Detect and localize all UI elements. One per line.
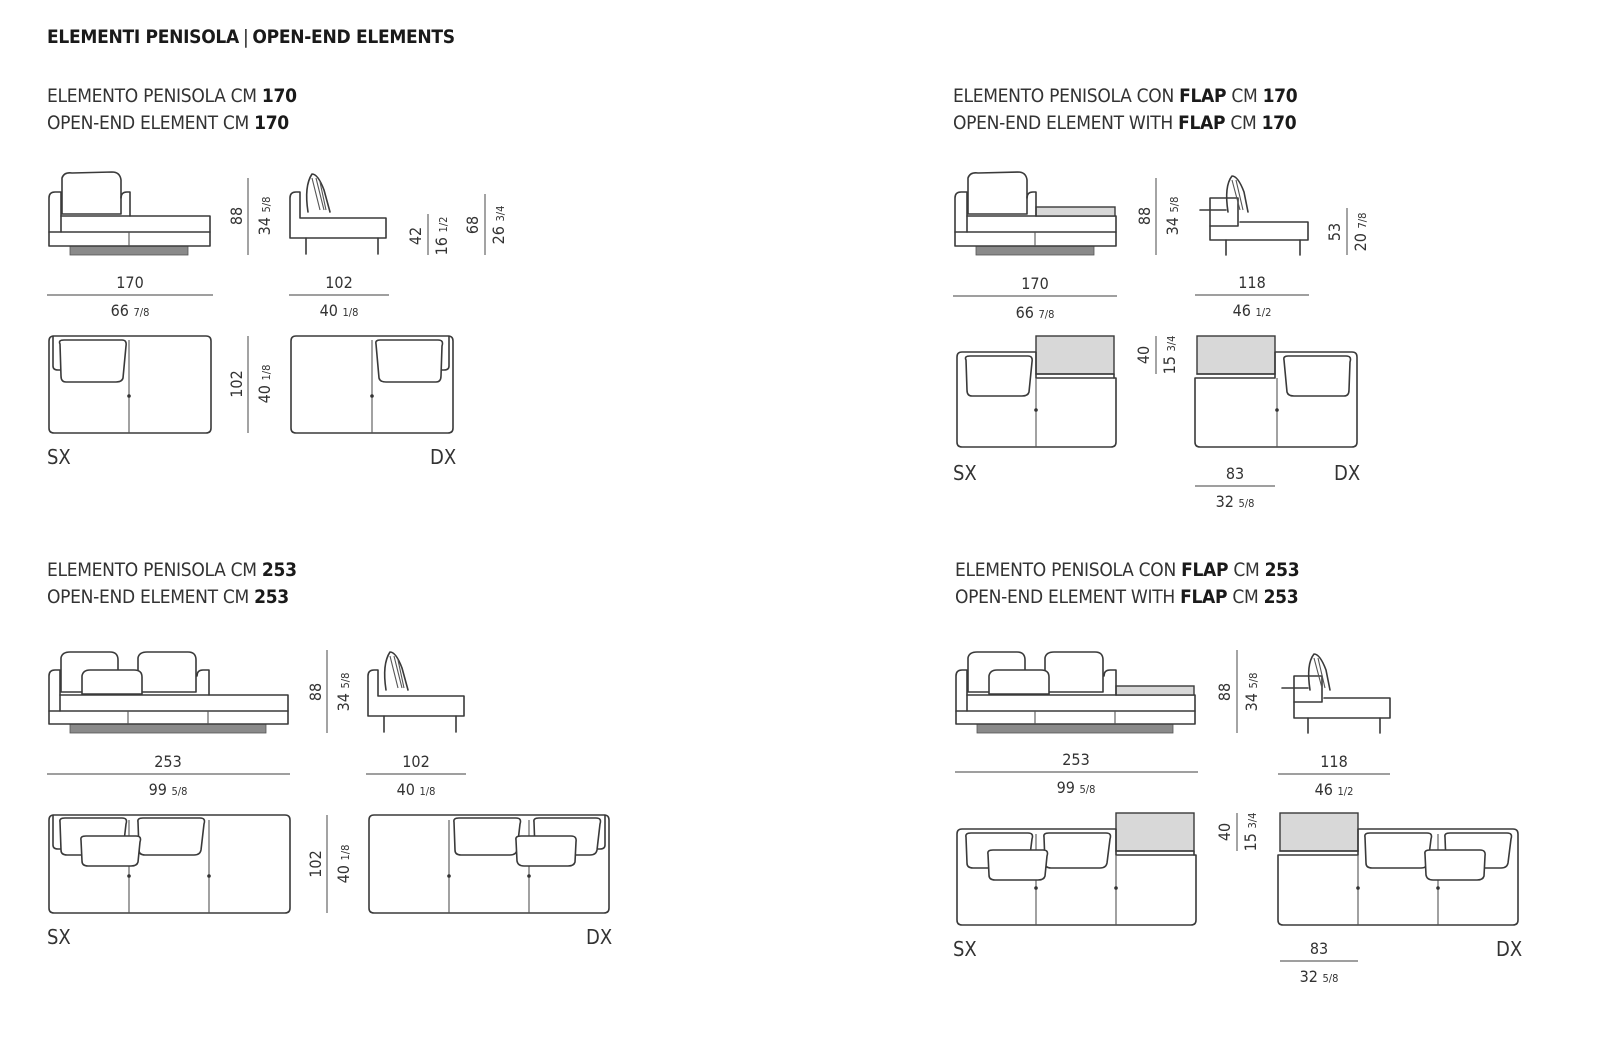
- section-title-flap-253: ELEMENTO PENISOLA CON FLAP CM 253 OPEN-E…: [955, 559, 1300, 608]
- side-view-flap-118: [1199, 175, 1309, 256]
- side-view-flap-253-118: [1281, 653, 1391, 734]
- svg-text:170: 170: [116, 273, 143, 292]
- dimensions-170: 88 34 5/8 42 16 1/2 68 26 3/4 170 66 7/8…: [47, 178, 508, 469]
- svg-text:99 5/8: 99 5/8: [149, 780, 188, 799]
- svg-text:32 5/8: 32 5/8: [1300, 967, 1339, 986]
- svg-text:66 7/8: 66 7/8: [1016, 303, 1055, 322]
- svg-text:40 1/8: 40 1/8: [320, 301, 359, 320]
- svg-text:15 3/4: 15 3/4: [1241, 813, 1260, 852]
- svg-text:15 3/4: 15 3/4: [1160, 336, 1179, 375]
- svg-text:DX: DX: [1496, 937, 1522, 961]
- front-view-flap-253: [955, 651, 1196, 734]
- page-title-it: ELEMENTI PENISOLA: [47, 26, 239, 48]
- svg-text:88: 88: [1215, 683, 1234, 701]
- svg-text:40 1/8: 40 1/8: [334, 845, 353, 884]
- svg-text:34 5/8: 34 5/8: [255, 197, 274, 236]
- svg-text:16 1/2: 16 1/2: [432, 217, 451, 256]
- svg-text:SX: SX: [47, 925, 71, 949]
- svg-text:46 1/2: 46 1/2: [1233, 301, 1272, 320]
- svg-text:32 5/8: 32 5/8: [1216, 492, 1255, 511]
- dimensions-253: 88 34 5/8 253 99 5/8 102 40 1/8 102 40 1…: [47, 650, 612, 949]
- svg-text:20 7/8: 20 7/8: [1351, 213, 1370, 252]
- svg-text:DX: DX: [1334, 461, 1360, 485]
- svg-text:DX: DX: [430, 445, 456, 469]
- plan-view-170-sx: [48, 335, 212, 434]
- svg-text:102: 102: [306, 850, 325, 877]
- svg-text:46 1/2: 46 1/2: [1315, 780, 1354, 799]
- front-view-253: [48, 651, 289, 734]
- plan-view-253-dx: [368, 814, 610, 914]
- dimensions-flap-253: 88 34 5/8 253 99 5/8 118 46 1/2 40 15 3/…: [953, 650, 1522, 986]
- svg-text:DX: DX: [586, 925, 612, 949]
- svg-text:SX: SX: [953, 937, 977, 961]
- svg-text:83: 83: [1226, 464, 1244, 483]
- svg-text:SX: SX: [953, 461, 977, 485]
- svg-text:253: 253: [154, 752, 181, 771]
- section-title-flap-170: ELEMENTO PENISOLA CON FLAP CM 170 OPEN-E…: [953, 85, 1298, 134]
- svg-text:88: 88: [227, 207, 246, 225]
- svg-text:102: 102: [227, 370, 246, 397]
- page-title: ELEMENTI PENISOLA|OPEN-END ELEMENTS: [47, 26, 455, 48]
- plan-view-flap-253-dx: [1277, 812, 1519, 926]
- plan-view-253-sx: [48, 814, 291, 914]
- svg-text:40: 40: [1134, 346, 1153, 364]
- svg-text:34 5/8: 34 5/8: [1163, 197, 1182, 236]
- svg-text:170: 170: [1021, 274, 1048, 293]
- svg-text:83: 83: [1310, 939, 1328, 958]
- page-title-en: OPEN-END ELEMENTS: [252, 26, 455, 48]
- front-view-flap-170: [954, 171, 1117, 256]
- svg-text:88: 88: [1135, 207, 1154, 225]
- section-title-170: ELEMENTO PENISOLA CM 170 OPEN-END ELEMEN…: [47, 85, 297, 134]
- svg-text:102: 102: [325, 273, 352, 292]
- svg-text:118: 118: [1238, 273, 1265, 292]
- svg-text:SX: SX: [47, 445, 71, 469]
- svg-text:53: 53: [1325, 223, 1344, 241]
- svg-text:42: 42: [406, 227, 425, 245]
- svg-text:88: 88: [306, 683, 325, 701]
- dimensions-flap-170: 88 34 5/8 53 20 7/8 170 66 7/8 118 46 1/…: [953, 178, 1370, 511]
- svg-text:34 5/8: 34 5/8: [1242, 673, 1261, 712]
- plan-view-flap-170-dx: [1194, 335, 1358, 448]
- side-view-102: [289, 173, 387, 255]
- svg-text:40: 40: [1215, 823, 1234, 841]
- svg-text:26 3/4: 26 3/4: [489, 206, 508, 245]
- svg-text:66 7/8: 66 7/8: [111, 301, 150, 320]
- svg-text:68: 68: [463, 216, 482, 234]
- svg-text:40 1/8: 40 1/8: [255, 365, 274, 404]
- plan-view-170-dx: [290, 335, 454, 434]
- svg-text:102: 102: [402, 752, 429, 771]
- plan-view-flap-170-sx: [956, 335, 1117, 448]
- svg-text:40 1/8: 40 1/8: [397, 780, 436, 799]
- svg-text:118: 118: [1320, 752, 1347, 771]
- svg-text:99 5/8: 99 5/8: [1057, 778, 1096, 797]
- svg-text:253: 253: [1062, 750, 1089, 769]
- svg-text:34 5/8: 34 5/8: [334, 673, 353, 712]
- plan-view-flap-253-sx: [956, 812, 1197, 926]
- side-view-253-102: [367, 651, 465, 733]
- title-separator: |: [242, 26, 249, 48]
- section-title-253: ELEMENTO PENISOLA CM 253 OPEN-END ELEMEN…: [47, 559, 297, 608]
- front-view-170: [48, 171, 211, 256]
